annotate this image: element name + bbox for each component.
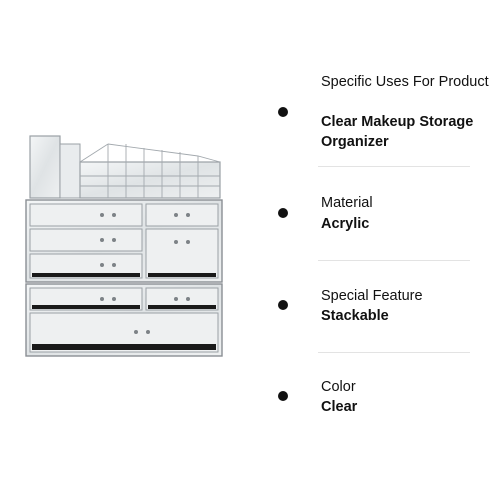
divider <box>318 166 470 167</box>
spec-label-feature: Special Feature <box>321 288 423 304</box>
product-image <box>18 132 230 372</box>
bullet-icon <box>278 107 288 117</box>
spec-value-material: Acrylic <box>321 216 370 232</box>
spec-label-material: Material <box>321 195 373 211</box>
spec-value-feature: Stackable <box>321 308 389 324</box>
makeup-organizer-illustration <box>25 135 223 357</box>
spec-value-color: Clear <box>321 399 358 415</box>
bullet-icon <box>278 391 288 401</box>
spec-value-uses: Clear Makeup Storage Organizer <box>321 114 474 150</box>
divider <box>318 352 470 353</box>
divider <box>318 260 470 261</box>
spec-label-uses: Specific Uses For Product <box>321 74 489 90</box>
bullet-icon <box>278 208 288 218</box>
bullet-icon <box>278 300 288 310</box>
lower-drawer-unit <box>25 283 223 357</box>
upper-drawer-unit <box>25 199 223 283</box>
spec-label-color: Color <box>321 379 356 395</box>
top-tray <box>29 135 221 199</box>
